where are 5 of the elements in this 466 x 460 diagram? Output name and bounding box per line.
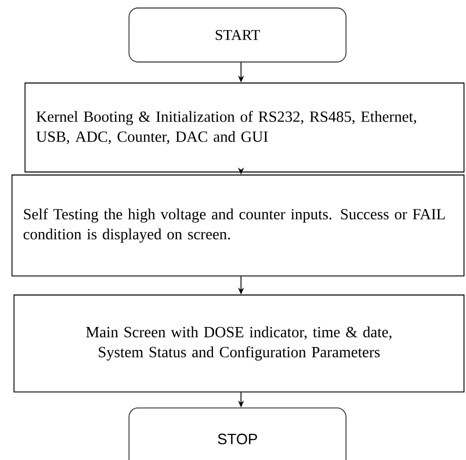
terminal-box: START: [128, 8, 346, 62]
process-box: Main Screen with DOSE indicator, time & date, System Status and Configuration Parameters: [14, 294, 464, 392]
process-box: Kernel Booting & Initialization of RS232, RS485, Ethernet, USB, ADC, Counter, DAC and GUI: [24, 82, 464, 172]
terminal-box: STOP: [128, 408, 346, 460]
process-box: Self Testing the high voltage and counter inputs. Success or FAIL condition is displayed on screen.: [12, 174, 464, 276]
